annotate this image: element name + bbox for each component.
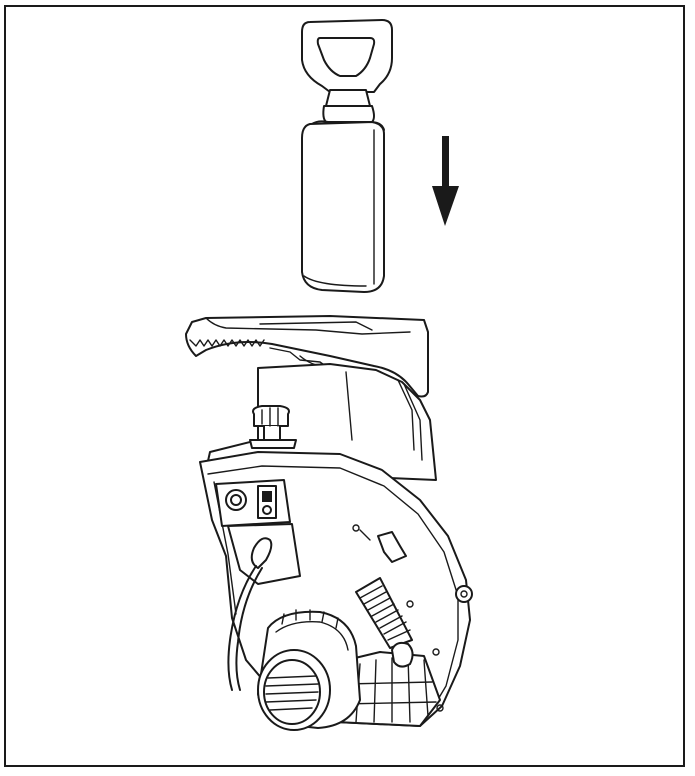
push-stick-icon [301,19,393,293]
down-arrow-icon [432,136,459,226]
shredder-unit-icon [185,315,473,731]
